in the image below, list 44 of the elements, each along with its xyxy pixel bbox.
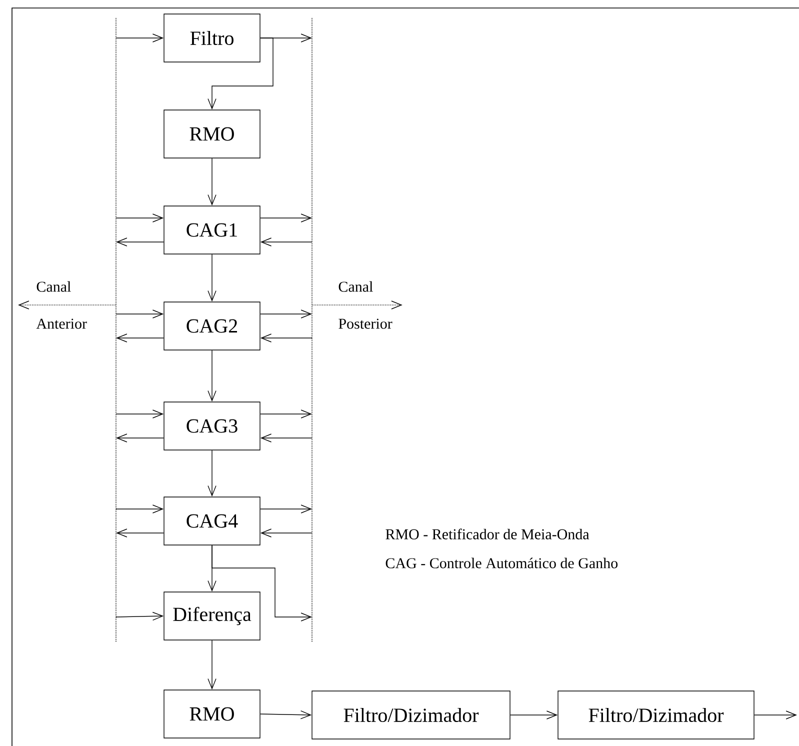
arrow (260, 434, 312, 442)
arrow (116, 214, 164, 222)
process-box: Diferença (164, 592, 260, 640)
arrow (260, 710, 312, 720)
process-box: RMO (164, 690, 260, 738)
arrow (116, 238, 164, 246)
process-box: RMO (164, 110, 260, 158)
arrow (208, 158, 216, 206)
arrow (208, 640, 216, 690)
process-box: CAG3 (164, 402, 260, 450)
arrow (116, 310, 164, 318)
arrow (260, 334, 312, 342)
process-box: CAG4 (164, 496, 260, 546)
process-box: Filtro/Dizimador (312, 690, 510, 740)
arrow (208, 450, 216, 497)
arrow (212, 545, 312, 622)
arrow (116, 528, 164, 538)
arrow (260, 238, 312, 246)
arrow (260, 214, 312, 222)
arrow (116, 504, 164, 514)
process-box: Filtro (164, 14, 260, 62)
arrow (116, 434, 164, 442)
process-box: CAG1 (164, 206, 260, 254)
arrow (754, 710, 798, 720)
channel-label: Canal Anterior (36, 281, 87, 329)
arrow (260, 528, 312, 538)
dotted-arrow (312, 300, 402, 310)
arrow (208, 38, 274, 110)
abbreviation-note: CAG - Controle Automático de Ganho (386, 558, 618, 568)
arrow (116, 334, 164, 342)
arrow (208, 254, 216, 302)
arrow (116, 410, 164, 418)
arrow (260, 410, 312, 418)
arrow (116, 34, 164, 42)
dotted-arrow (18, 300, 116, 310)
abbreviation-note: RMO - Retificador de Meia-Onda (386, 528, 590, 540)
process-box: CAG2 (164, 302, 260, 350)
process-box: Filtro/Dizimador (558, 690, 754, 740)
arrow (208, 350, 216, 402)
arrow (116, 612, 164, 621)
arrow (510, 710, 558, 720)
arrow (260, 504, 312, 514)
channel-label: Canal Posterior (338, 281, 392, 329)
arrow (260, 310, 312, 318)
